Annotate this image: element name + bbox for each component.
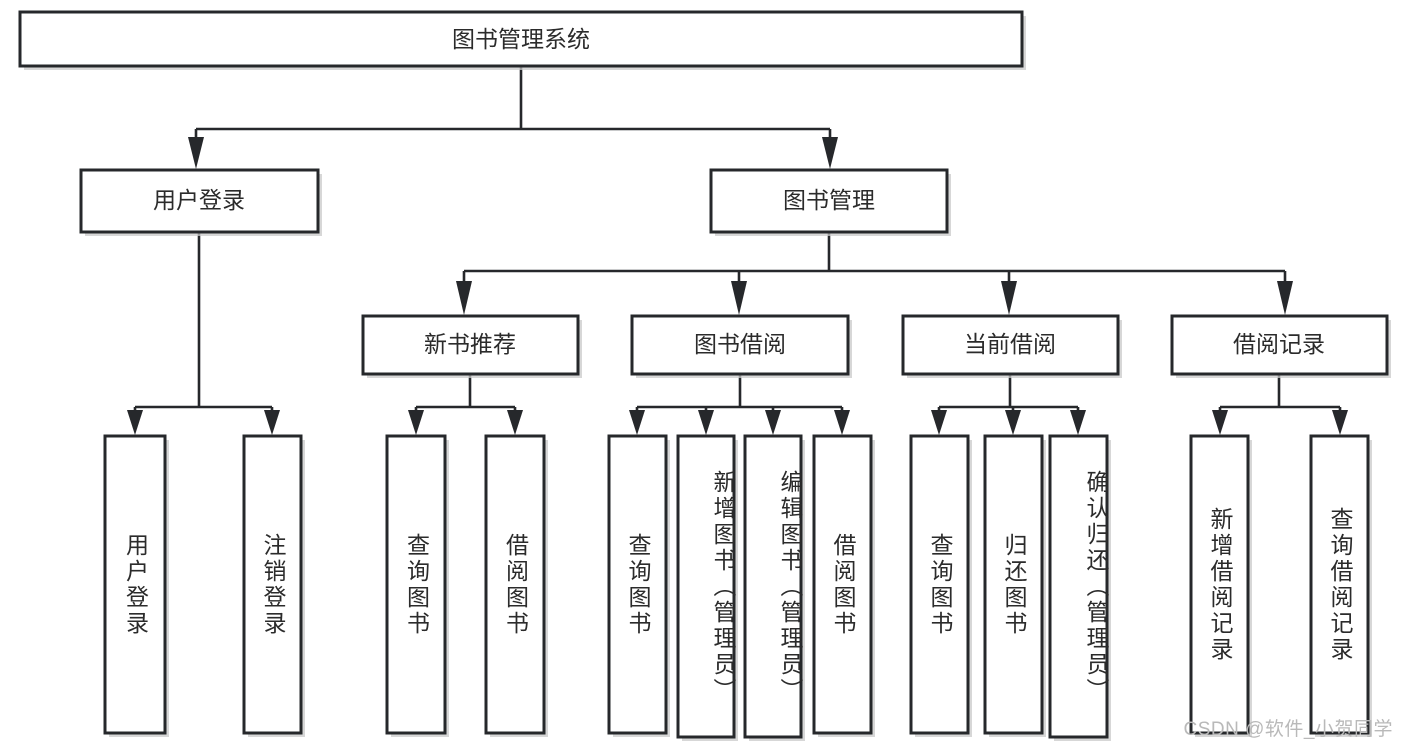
arrow-borrowrecord-add bbox=[1212, 410, 1228, 435]
arrow-to-book-borrow bbox=[731, 281, 747, 315]
arrow-currentborrow-query bbox=[931, 410, 947, 435]
root-node-label: 图书管理系统 bbox=[452, 26, 590, 52]
arrow-bookborrow-query bbox=[629, 410, 645, 435]
arrow-currentborrow-confirm bbox=[1070, 410, 1086, 435]
arrow-newbook-query bbox=[408, 410, 424, 435]
arrow-to-user-login bbox=[188, 137, 204, 169]
node-user-login-box[interactable] bbox=[79, 168, 320, 234]
node-current-borrow-box[interactable] bbox=[901, 314, 1120, 376]
node-borrow-record-box[interactable] bbox=[1170, 314, 1389, 376]
leaf-bookborrow-add-box[interactable] bbox=[676, 434, 736, 739]
arrow-bookborrow-borrow bbox=[834, 410, 850, 435]
watermark-text: CSDN @软件_小贺同学 bbox=[1183, 719, 1393, 740]
arrow-to-current-borrow bbox=[1001, 281, 1017, 315]
node-book-mgmt-label: 图书管理 bbox=[783, 187, 875, 213]
node-new-book-rec-label: 新书推荐 bbox=[424, 331, 516, 357]
edge-group bbox=[127, 66, 1348, 435]
node-book-mgmt-box[interactable] bbox=[709, 168, 949, 234]
arrow-to-borrow-record bbox=[1277, 281, 1293, 315]
leaf-currentborrow-return-box[interactable] bbox=[983, 434, 1044, 735]
leaf-logout-box[interactable] bbox=[242, 434, 303, 735]
node-borrow-record-label: 借阅记录 bbox=[1233, 331, 1325, 357]
node-current-borrow-label: 当前借阅 bbox=[964, 331, 1056, 357]
arrow-borrowrecord-query bbox=[1332, 410, 1348, 435]
leaf-borrowrecord-query-box[interactable] bbox=[1309, 434, 1370, 735]
leaf-newbook-borrow-box[interactable] bbox=[484, 434, 546, 735]
leaf-newbook-query-box[interactable] bbox=[385, 434, 447, 735]
arrow-to-book-mgmt bbox=[822, 137, 838, 169]
node-book-borrow-label: 图书借阅 bbox=[694, 331, 786, 357]
leaf-currentborrow-query-box[interactable] bbox=[909, 434, 970, 735]
leaf-bookborrow-query-box[interactable] bbox=[607, 434, 668, 735]
leaf-bookborrow-borrow-box[interactable] bbox=[812, 434, 873, 735]
node-book-borrow-box[interactable] bbox=[630, 314, 850, 376]
leaf-user-login-box[interactable] bbox=[103, 434, 167, 735]
arrow-bookborrow-edit bbox=[765, 410, 781, 435]
arrow-newbook-borrow bbox=[507, 410, 523, 435]
leaf-currentborrow-confirm-box[interactable] bbox=[1048, 434, 1109, 739]
node-new-book-rec-box[interactable] bbox=[361, 314, 580, 376]
root-node-box[interactable] bbox=[18, 10, 1024, 68]
arrow-bookborrow-add bbox=[698, 410, 714, 435]
node-user-login-label: 用户登录 bbox=[153, 187, 245, 213]
arrow-currentborrow-return bbox=[1005, 410, 1021, 435]
node-group: 图书管理系统 用户登录 图书管理 新书推荐 图书借阅 当前借阅 借阅记录 bbox=[18, 10, 1391, 741]
leaf-bookborrow-edit-box[interactable] bbox=[743, 434, 803, 739]
arrow-to-new-book-rec bbox=[456, 281, 472, 315]
leaf-borrowrecord-add-box[interactable] bbox=[1189, 434, 1250, 735]
arrow-to-leaf-logout bbox=[264, 410, 280, 435]
arrow-to-leaf-user-login bbox=[127, 410, 143, 435]
